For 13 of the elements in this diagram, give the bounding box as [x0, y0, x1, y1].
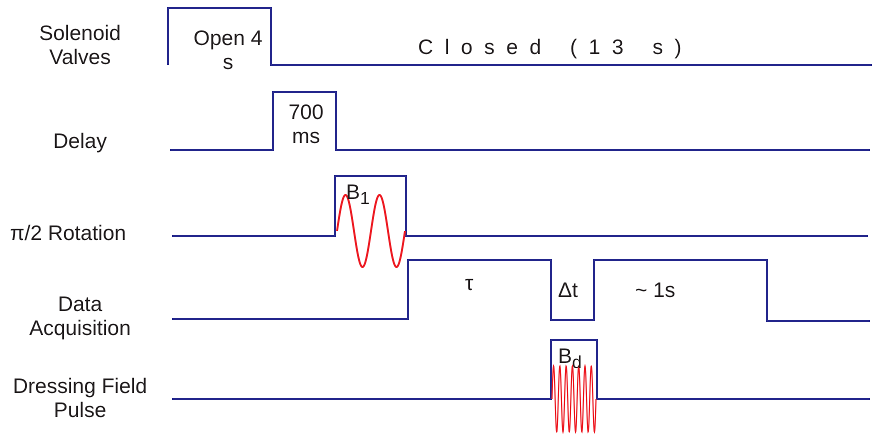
duration-label: Open 4 s: [192, 27, 264, 75]
field-label: B$_{1}$: [346, 181, 370, 210]
row-label: Data Acquisition: [28, 293, 132, 341]
row-label: Dressing Field Pulse: [12, 375, 148, 423]
row-label: π/2 Rotation: [10, 222, 126, 246]
interval-label: τ: [465, 272, 474, 296]
row-label: Delay: [52, 130, 108, 154]
row-label: Solenoid Valves: [38, 22, 122, 70]
duration-label: 700 ms: [287, 101, 325, 149]
interval-label: Δt: [558, 279, 578, 303]
field-label: B$_{d}$: [558, 345, 582, 374]
state-label: Closed (13 s): [418, 36, 694, 60]
interval-label: ~ 1s: [635, 279, 676, 303]
